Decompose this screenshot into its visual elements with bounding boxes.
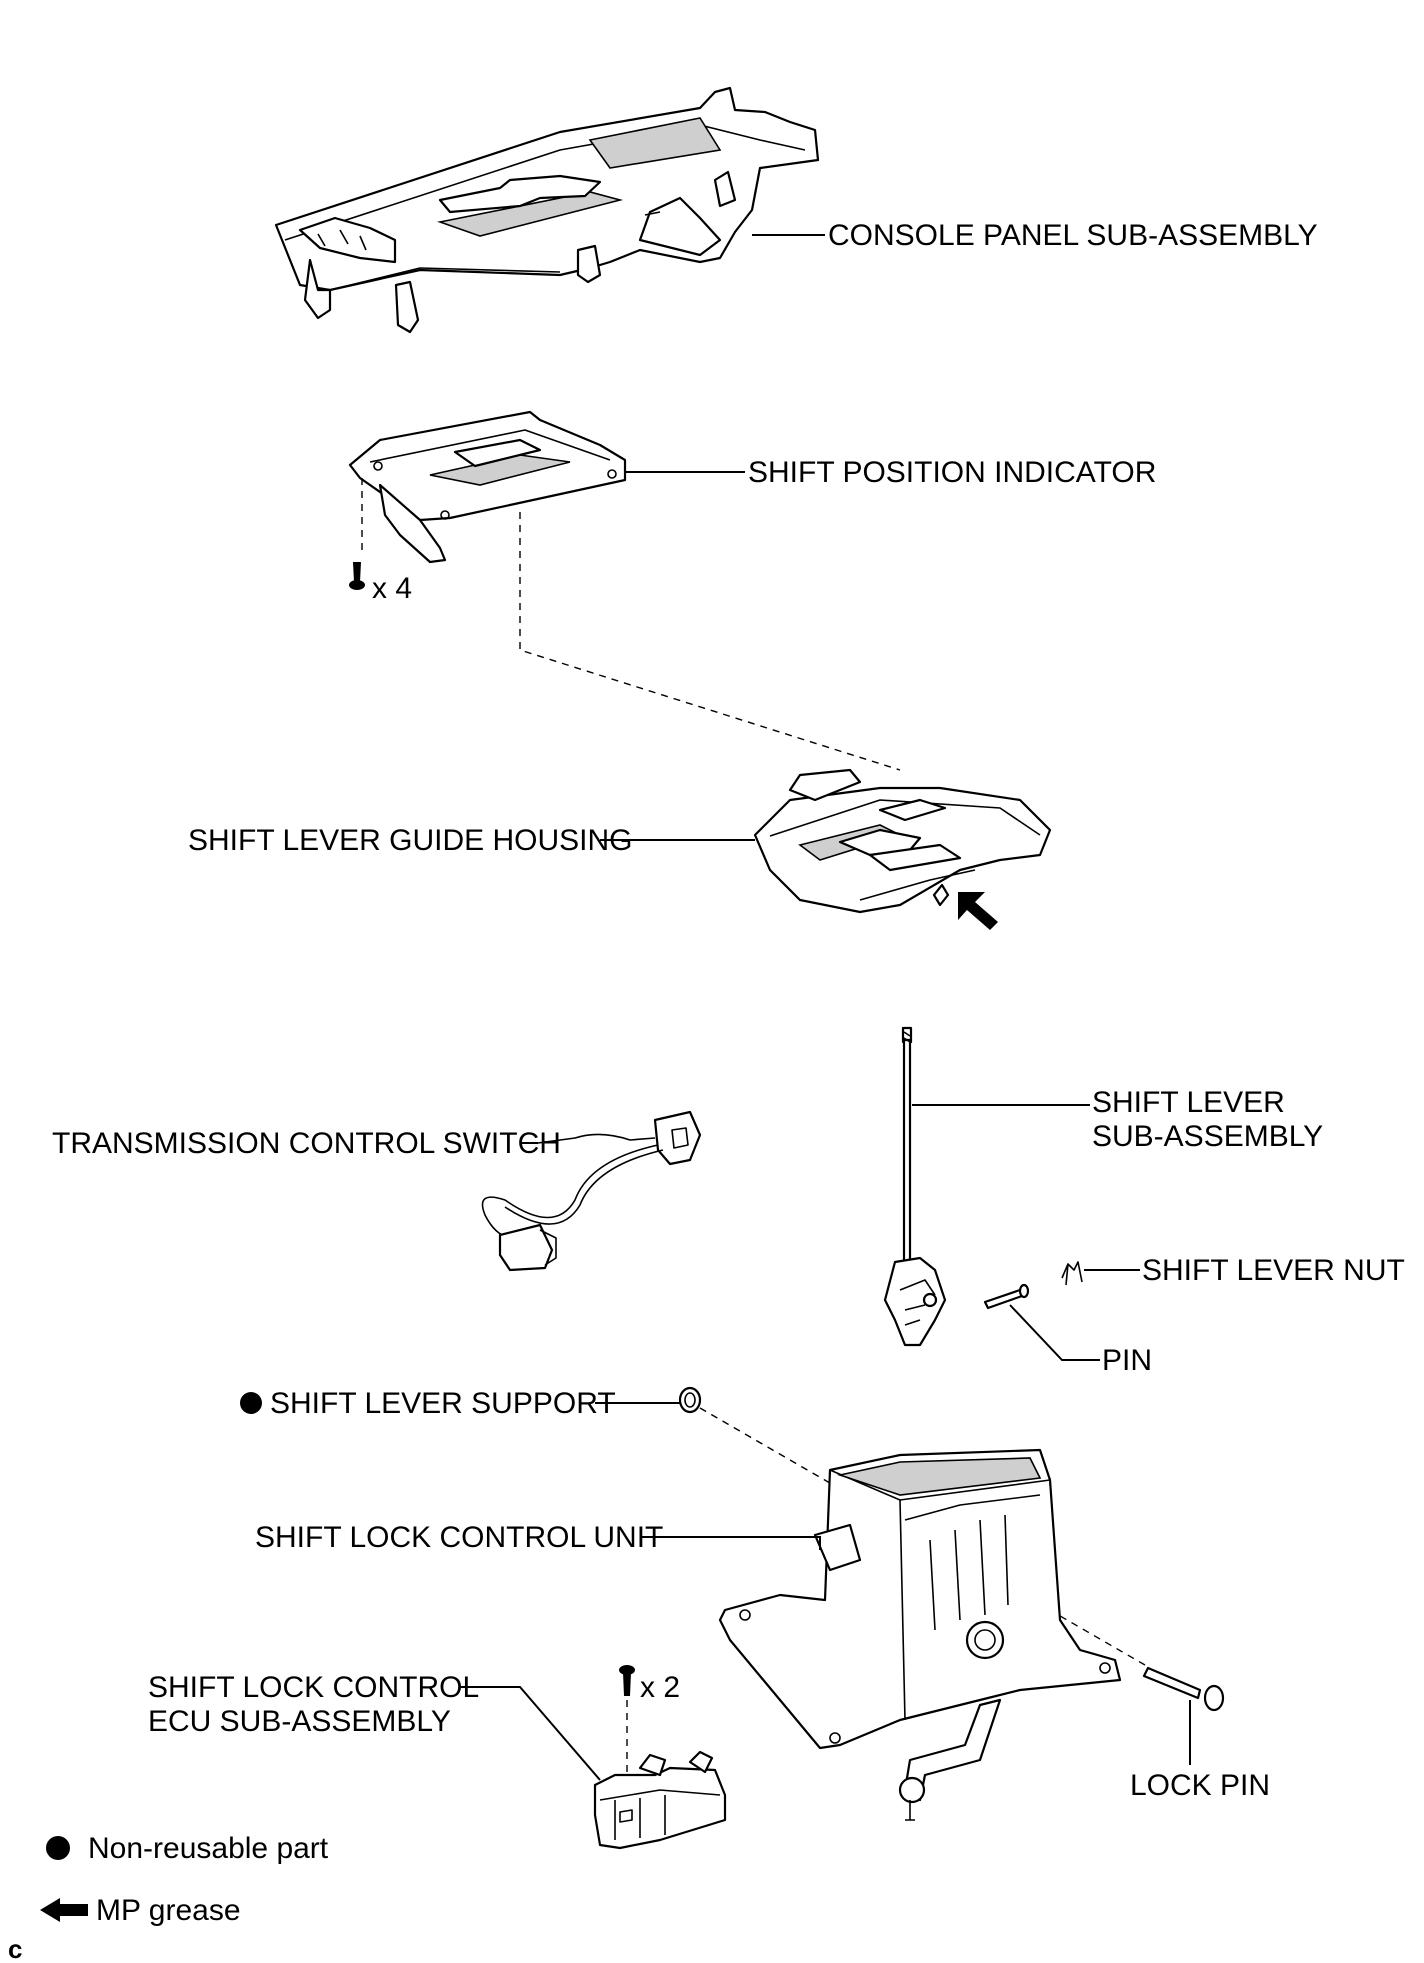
shift-lever-nut-part (1061, 1261, 1140, 1286)
screw-icon (349, 562, 365, 590)
screw-icon-small (619, 1665, 635, 1696)
shift-position-indicator-label: SHIFT POSITION INDICATOR (748, 456, 1156, 489)
non-reusable-dot-icon (240, 1392, 262, 1414)
screw-quantity-2: x 2 (640, 1671, 680, 1704)
shift-lever-label-line2: SUB-ASSEMBLY (1092, 1120, 1323, 1153)
shift-lever-guide-housing-label: SHIFT LEVER GUIDE HOUSING (188, 824, 633, 857)
pin-label: PIN (1102, 1344, 1152, 1377)
shift-lever-nut-label: SHIFT LEVER NUT (1142, 1254, 1405, 1287)
mp-grease-arrow-icon (958, 892, 998, 930)
lock-pin-part (1142, 1666, 1225, 1765)
alignment-dashed-line (519, 512, 901, 771)
shift-lock-control-unit-label: SHIFT LOCK CONTROL UNIT (255, 1521, 663, 1554)
legend-arrow-icon (40, 1898, 88, 1922)
shift-lever-support-label: SHIFT LEVER SUPPORT (270, 1387, 616, 1420)
transmission-control-switch-label: TRANSMISSION CONTROL SWITCH (52, 1127, 561, 1160)
shift-lock-ecu-label-line2: ECU SUB-ASSEMBLY (148, 1705, 451, 1738)
console-panel-part (274, 86, 825, 334)
shift-lever-part (883, 1026, 1090, 1347)
transmission-control-switch-part (481, 1110, 702, 1272)
corner-mark: c (8, 1934, 22, 1963)
shift-lock-ecu-part (460, 1686, 727, 1850)
console-panel-label: CONSOLE PANEL SUB-ASSEMBLY (828, 219, 1318, 252)
legend (40, 1836, 88, 1922)
shift-lock-ecu-label-line1: SHIFT LOCK CONTROL (148, 1671, 479, 1704)
pin-part (983, 1283, 1100, 1361)
legend-mp-grease-text: MP grease (96, 1894, 241, 1927)
lock-pin-label: LOCK PIN (1130, 1769, 1270, 1802)
shift-lock-control-unit-part (640, 1448, 1122, 1821)
shift-position-indicator-part (348, 410, 745, 564)
screw-quantity-4: x 4 (372, 572, 412, 605)
shift-lever-label-line1: SHIFT LEVER (1092, 1086, 1285, 1119)
legend-dot-icon (46, 1836, 70, 1860)
shift-lever-support-part (595, 1386, 1146, 1666)
shift-lever-guide-housing-part (600, 768, 1052, 914)
legend-non-reusable-text: Non-reusable part (88, 1832, 329, 1865)
